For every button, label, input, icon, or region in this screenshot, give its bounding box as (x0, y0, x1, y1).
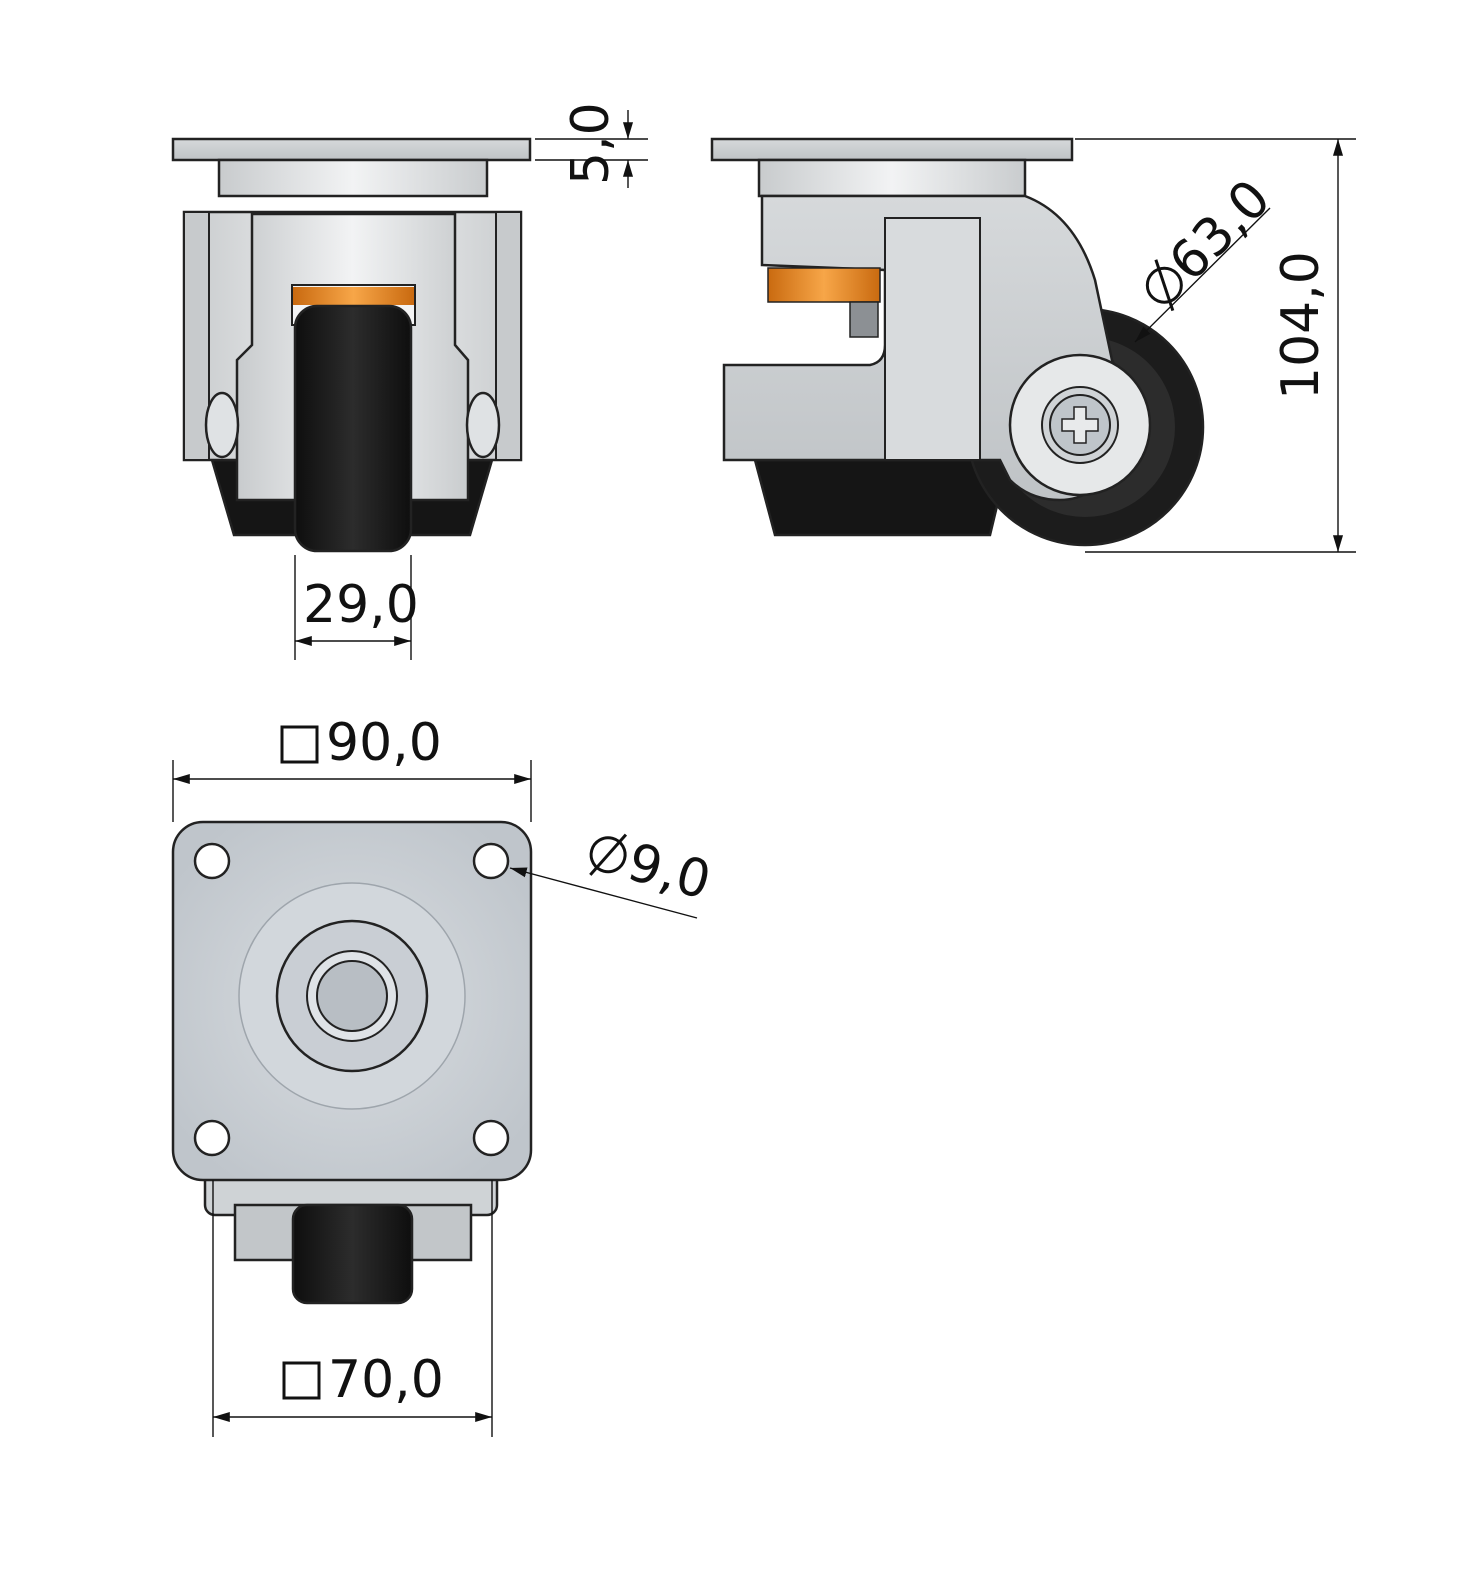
center-bore (316, 960, 388, 1032)
dim-5-label: 5,0 (561, 102, 621, 185)
dim-9-label: 9,0 (621, 832, 716, 911)
dimension-hole-spacing: 70,0 (212, 1180, 493, 1437)
dim-70-label: 70,0 (328, 1350, 444, 1410)
side-view (710, 137, 1205, 547)
dimension-hole-diameter: 9,0 (509, 832, 717, 919)
dimension-plate-thickness: 5,0 (535, 102, 648, 188)
front-view (171, 137, 532, 553)
phillips-icon (1061, 406, 1099, 444)
dim-90-label: 90,0 (326, 713, 442, 773)
front-collar (217, 158, 489, 198)
side-collar (757, 158, 1027, 198)
dimension-plate-size: 90,0 (172, 713, 532, 822)
front-orange-nut (293, 287, 414, 305)
dim-104-label: 104,0 (1271, 251, 1331, 400)
side-plate (710, 137, 1074, 162)
axle-cap-right (465, 391, 501, 459)
front-plate (171, 137, 532, 162)
mount-hole-tr (472, 842, 510, 880)
mount-hole-br (472, 1119, 510, 1157)
dimension-total-height: 104,0 (1075, 138, 1356, 553)
dimension-wheel-diameter: 63,0 (1134, 169, 1282, 343)
axle-cap-left (204, 391, 240, 459)
dim-29-label: 29,0 (303, 575, 419, 635)
mount-hole-tl (193, 842, 231, 880)
square-symbol-icon (280, 725, 319, 764)
top-view (171, 820, 533, 1305)
square-symbol-icon-2 (282, 1361, 321, 1400)
dimension-wheel-width: 29,0 (294, 555, 419, 660)
side-orange-nut (767, 267, 881, 303)
side-rubber-foot (753, 458, 1010, 537)
mount-hole-bl (193, 1119, 231, 1157)
front-wheel (293, 304, 413, 553)
top-wheel (291, 1203, 414, 1305)
